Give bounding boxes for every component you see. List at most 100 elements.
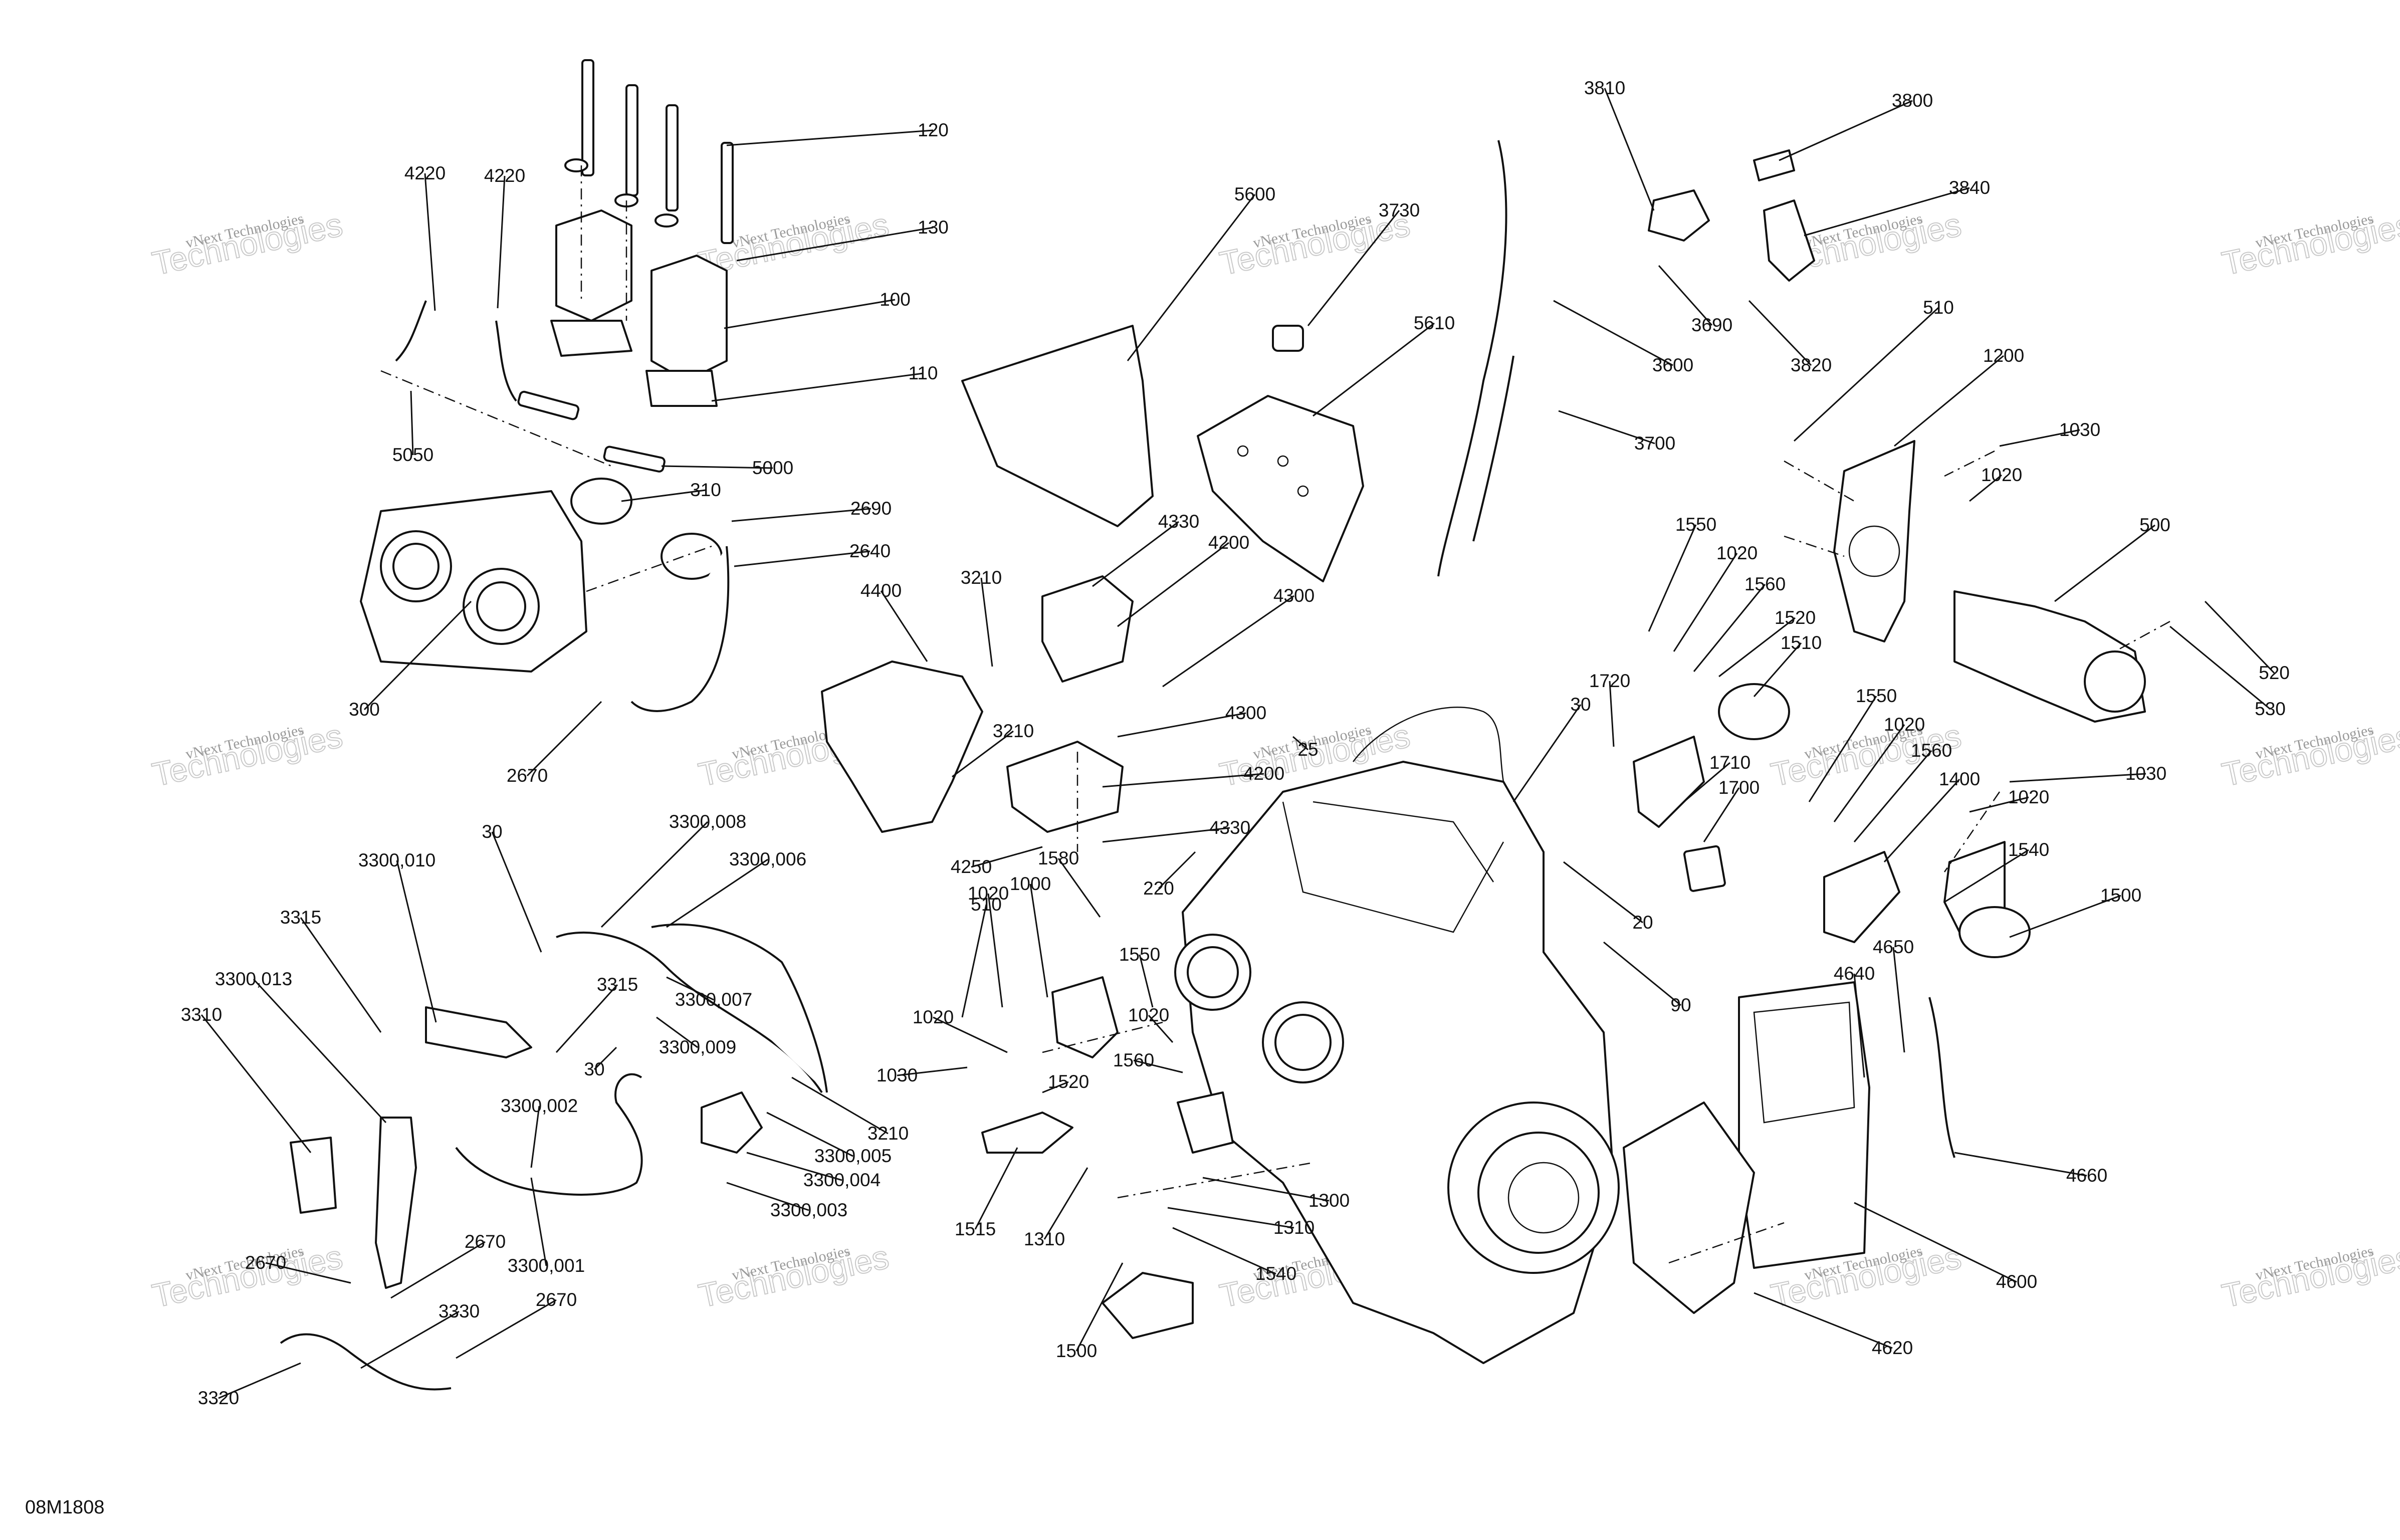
spark-plug-wire-4220 (395, 300, 666, 473)
leader-line-3700 (1558, 410, 1655, 445)
callout-3300-007: 3300,007 (675, 989, 752, 1010)
callout-3840: 3840 (1949, 177, 1990, 198)
callout-1020: 1020 (2008, 787, 2049, 807)
leader-line-1720 (1609, 681, 1615, 747)
callout-3300-008: 3300,008 (669, 811, 746, 832)
leader-line-1020 (1969, 796, 2029, 813)
callout-100: 100 (880, 289, 911, 310)
watermark-large-text: Technologies (695, 1238, 892, 1314)
leader-line-1030 (1999, 429, 2080, 447)
callout-1540: 1540 (2008, 839, 2049, 860)
callout-4200: 4200 (1208, 532, 1249, 553)
callout-3210: 3210 (961, 567, 1002, 588)
ecu-4600 (1623, 981, 1955, 1314)
leader-lines (200, 88, 2275, 1399)
engine-block (1174, 707, 1620, 1364)
leader-line-3300-013 (253, 978, 387, 1124)
callout-1700: 1700 (1718, 777, 1760, 798)
callout-1720: 1720 (1589, 671, 1630, 691)
leader-line-1540 (1944, 849, 2029, 903)
callout-3300-010: 3300,010 (358, 850, 435, 870)
callout-500: 500 (2139, 515, 2170, 535)
callout-3820: 3820 (1791, 355, 1832, 375)
leader-line-1300 (1202, 1177, 1330, 1202)
callout-90: 90 (1670, 995, 1691, 1015)
callout-3730: 3730 (1379, 200, 1420, 221)
engine-mounts (981, 683, 2031, 1339)
leader-line-1560 (1853, 750, 1932, 842)
callout-3300-004: 3300,004 (803, 1170, 881, 1190)
leader-line-220 (1158, 851, 1196, 890)
leader-line-310 (621, 489, 706, 502)
leader-line-4200 (1102, 773, 1264, 788)
callout-1550: 1550 (1856, 686, 1897, 706)
leader-line-3300-009 (656, 1016, 698, 1048)
callout-4300: 4300 (1273, 585, 1315, 606)
callout-2670: 2670 (245, 1252, 286, 1273)
callout-2690: 2690 (850, 498, 892, 519)
watermark-large-text: Technologies (149, 717, 345, 793)
callout-2640: 2640 (849, 541, 891, 561)
sensor-cable-3600 (1437, 140, 1815, 577)
leader-line-3300-003 (726, 1182, 809, 1211)
leader-line-110 (711, 372, 924, 402)
leader-line-4330 (1102, 827, 1230, 843)
callout-2670: 2670 (465, 1231, 506, 1252)
leader-line-3300-006 (666, 858, 768, 928)
leader-line-2670 (390, 1241, 486, 1299)
leader-line-1550 (1808, 696, 1877, 802)
callout-3700: 3700 (1634, 433, 1675, 454)
callout-3690: 3690 (1691, 315, 1732, 335)
callout-1520: 1520 (1775, 607, 1816, 628)
leader-line-3300-001 (530, 1177, 547, 1266)
callout-4250: 4250 (951, 856, 992, 877)
leader-line-100 (724, 299, 896, 329)
starter-bracket-1200 (1833, 440, 1915, 642)
callout-1500: 1500 (2100, 885, 2141, 906)
callout-1030: 1030 (877, 1065, 918, 1085)
leader-line-1310 (1167, 1207, 1294, 1229)
callout-1515: 1515 (955, 1219, 996, 1239)
leader-line-1540 (1172, 1227, 1276, 1275)
leader-line-5000 (661, 465, 773, 469)
callout-1200: 1200 (1983, 345, 2024, 366)
callout-30: 30 (1570, 694, 1591, 715)
leader-line-4600 (1854, 1202, 2017, 1283)
leader-line-500 (2054, 524, 2155, 602)
leader-line-1560 (1133, 1059, 1183, 1073)
callout-3300-009: 3300,009 (659, 1037, 736, 1057)
leader-line-4660 (1954, 1152, 2087, 1177)
callout-5050: 5050 (392, 445, 433, 465)
leader-line-1020 (1833, 724, 1905, 822)
leader-line-1550 (1139, 954, 1154, 1008)
leader-line-3730 (1307, 210, 1400, 326)
assembly-lines (380, 165, 2170, 1264)
leader-line-1510 (1753, 642, 1802, 697)
callout-4330: 4330 (1158, 511, 1199, 532)
callout-5000: 5000 (752, 458, 793, 478)
callout-20: 20 (1632, 912, 1653, 933)
throttle-body-300 (360, 478, 723, 673)
leader-line-1520 (1718, 617, 1796, 678)
callout-1560: 1560 (1911, 740, 1952, 761)
leader-line-1580 (1057, 858, 1101, 918)
callout-1310: 1310 (1024, 1229, 1065, 1249)
callout-3320: 3320 (198, 1388, 239, 1408)
leader-line-1030 (2009, 773, 2146, 783)
callout-3600: 3600 (1652, 355, 1693, 375)
callout-4330: 4330 (1209, 817, 1250, 838)
leader-line-1520 (1042, 1081, 1069, 1093)
callout-300: 300 (349, 699, 380, 720)
callout-3315: 3315 (280, 907, 321, 928)
leader-line-3310 (200, 1014, 312, 1153)
callout-3315: 3315 (597, 974, 638, 995)
callout-1020: 1020 (1128, 1005, 1169, 1025)
leader-line-1020 (1148, 1015, 1174, 1043)
leader-line-3210 (980, 577, 993, 667)
callout-1020: 1020 (1981, 465, 2022, 485)
leader-line-3600 (1553, 300, 1673, 366)
